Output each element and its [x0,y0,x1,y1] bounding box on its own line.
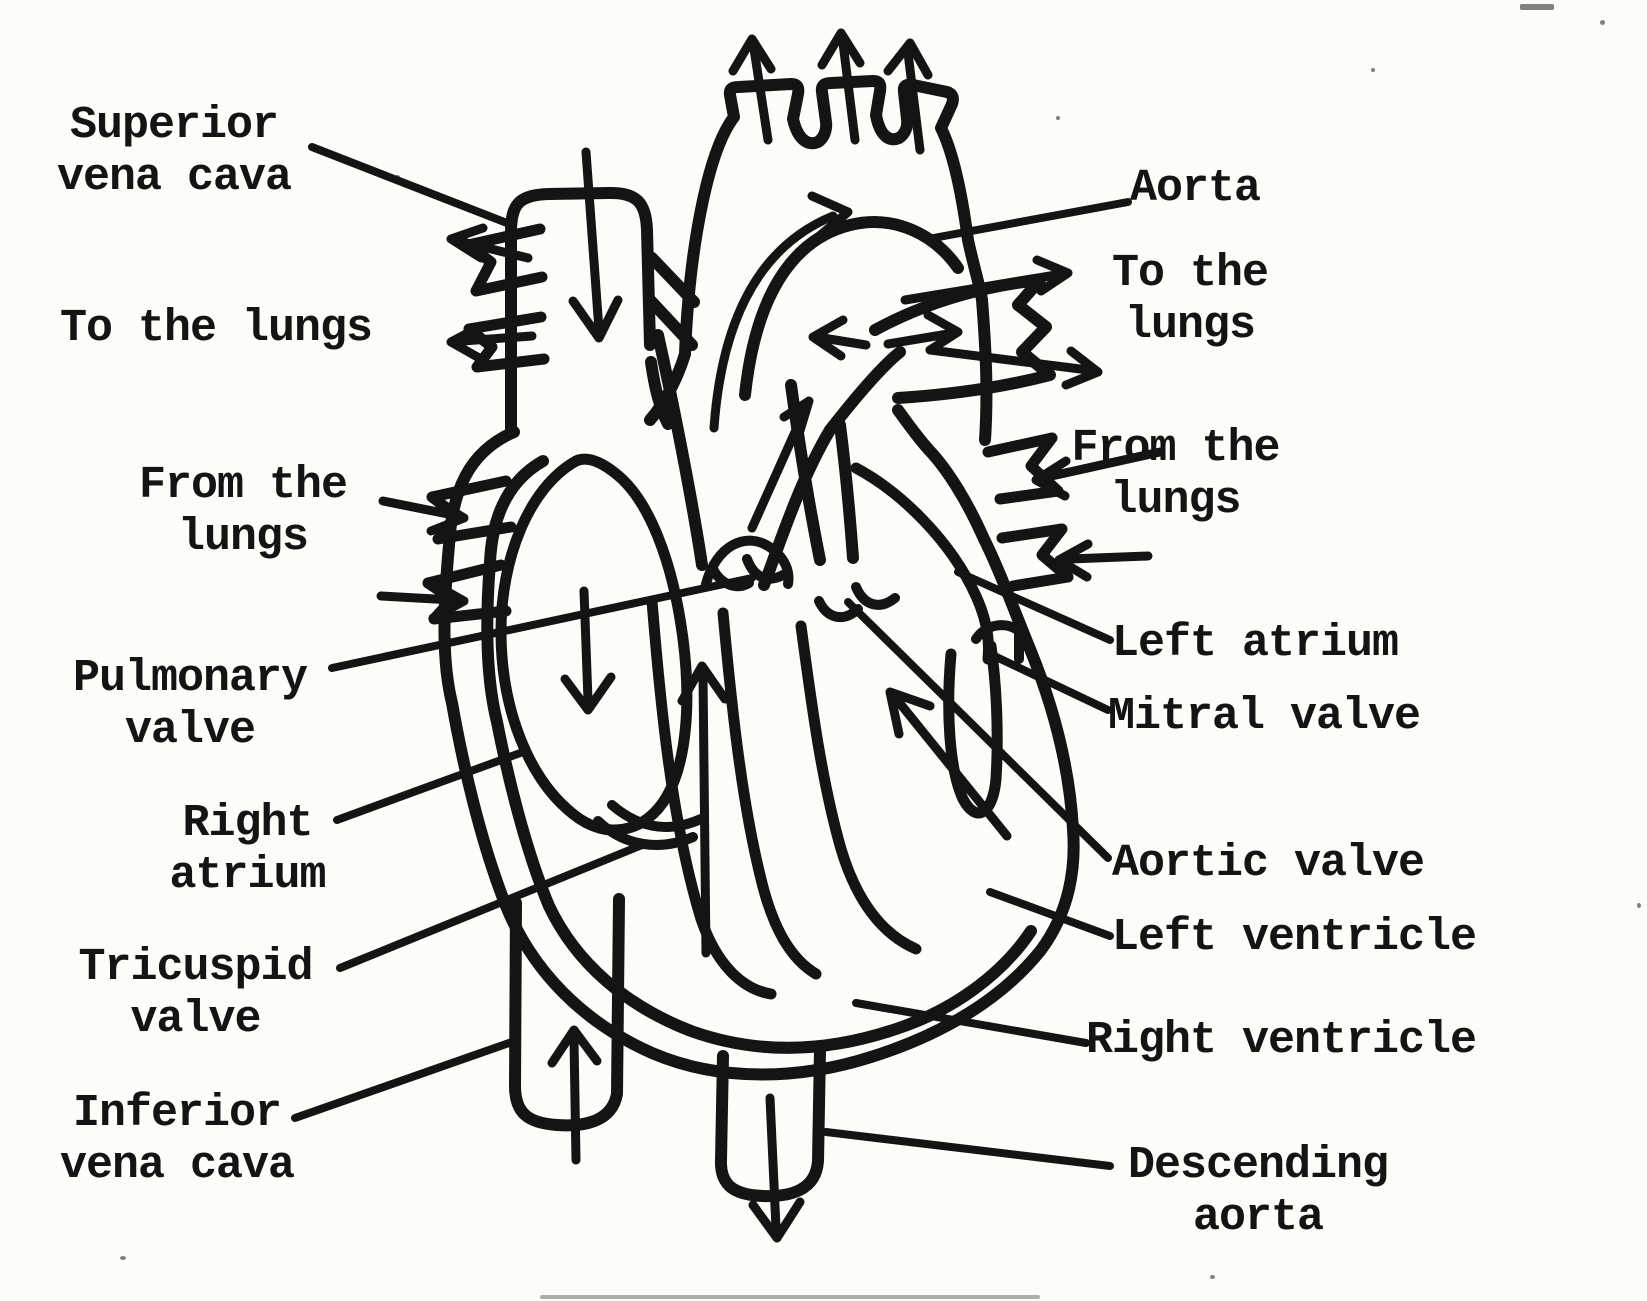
label-left-ventricle: Left ventricle [1112,912,1477,963]
aorta-branch-arrow-3 [883,38,933,155]
to-lungs-right-arrow-2 [925,345,1103,390]
svc-leader-line [308,143,516,229]
heart-inner-wall [481,455,1037,1054]
to-lungs-left-arrow-2 [446,321,537,364]
arch-outer-edge [679,75,993,446]
pulmonary-trunk-vessel [644,252,1056,591]
mitral-valve-flaps [971,620,1024,664]
aortic-valve-leader-line [844,598,1112,862]
label-left-atrium: Left atrium [1112,618,1399,669]
label-pulmonary-valve: Pulmonary valve [72,653,308,756]
right-pulmonary-artery [869,274,1056,404]
ivc-leader-line [291,1038,516,1122]
label-descending-aorta: Descending aorta [1127,1140,1389,1243]
label-superior-vena-cava: Superior vena cava [56,100,292,203]
from-lungs-left-arrow-1 [378,494,469,536]
ivc-flow-arrow [547,1025,602,1165]
scan-speck [1056,116,1060,120]
left-atrium-leader-line [954,568,1114,644]
scan-speck [1637,903,1641,908]
right-atrium-chamber [495,453,693,836]
left-ventricle-flow-arrow [885,687,1012,841]
right-atrium-leader-line [333,748,527,824]
label-to-the-lungs-left: To the lungs [60,303,373,354]
inferior-vena-cava-vessel [509,893,625,1132]
label-inferior-vena-cava: Inferior vena cava [59,1088,295,1191]
septum-wall [795,620,922,955]
from-lungs-right-arrow-1 [1031,447,1165,501]
scan-speck [540,1295,1040,1299]
from-lungs-left-arrow-2 [376,579,469,623]
left-pulmonary-vein-stubs [422,475,517,625]
mitral-valve-leader-line [984,649,1112,714]
svc-flow-arrow [568,147,623,343]
scan-speck [1600,20,1605,25]
scan-speck [1520,4,1554,10]
aorta-branch-arrow-1 [728,34,776,145]
aorta-leader-line [924,198,1132,243]
label-from-the-lungs-right: From the lungs [1071,423,1280,526]
scan-speck [395,175,400,179]
from-lungs-right-arrow-2 [1054,539,1153,582]
pulmonary-split-left-arrow [808,315,871,361]
descending-aorta-flow-arrow [748,1093,805,1243]
flow-arrows [376,28,1165,1243]
label-right-ventricle: Right ventricle [1086,1015,1477,1066]
aortic-arch-flow-arrow [709,191,853,433]
heart-outline [438,348,1080,1081]
left-ventricle-leader-line [986,888,1114,940]
descending-aorta-leader-line [822,1128,1114,1170]
to-lungs-left-arrow-1 [446,223,533,263]
to-lungs-right-arrow-1 [900,255,1073,305]
scan-speck [1210,1275,1215,1279]
right-ventricle-leader-line [852,999,1090,1047]
right-atrium-flow-arrow [560,586,616,715]
right-ventricle-walls [646,595,822,1000]
pulmonary-valve-leader-line [328,574,756,672]
tricuspid-valve-leader-line [336,841,646,972]
label-aortic-valve: Aortic valve [1112,838,1425,889]
heart-outer-wall [438,404,1080,1081]
superior-vena-cava-vessel [505,186,674,439]
left-ventricle-cavity [943,640,1003,819]
label-aorta: Aorta [1130,163,1261,214]
label-tricuspid-valve: Tricuspid valve [78,942,313,1045]
scan-speck [1371,68,1375,72]
left-pulmonary-artery-behind-svc [644,252,700,351]
label-from-the-lungs-left: From the lungs [138,460,348,563]
label-right-atrium: Right atrium [169,798,326,901]
pulmonary-trunk-flow-arrow [747,396,814,533]
scan-speck [120,1256,126,1260]
label-mitral-valve: Mitral valve [1108,691,1421,742]
label-to-the-lungs-right: To the lungs [1111,248,1269,351]
leader-lines [291,143,1132,1170]
right-ventricle-flow-arrow [677,661,730,958]
descending-aorta-vessel [715,1043,826,1203]
aorta-branch-arrow-2 [817,28,865,145]
